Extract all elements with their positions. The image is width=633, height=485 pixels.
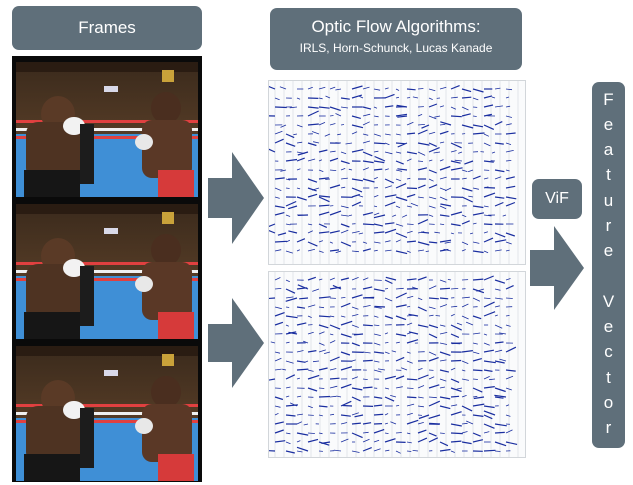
frames-label: Frames — [12, 6, 202, 50]
feature-vector-letter: e — [603, 317, 614, 337]
optic-flow-field-bottom — [268, 271, 526, 458]
feature-vector-letter: c — [604, 342, 613, 362]
feature-vector-letter: V — [602, 291, 615, 311]
frame-strip — [12, 56, 202, 482]
feature-vector-letter: t — [606, 165, 611, 185]
optic-flow-field-top — [268, 80, 526, 265]
arrow-frames-to-flow-top-icon — [208, 152, 264, 244]
feature-vector-letter: a — [603, 140, 614, 160]
feature-vector-letter: F — [603, 89, 614, 109]
optic-flow-subtitle: IRLS, Horn-Schunck, Lucas Kanade — [299, 41, 493, 55]
optic-flow-algorithms-box: Optic Flow Algorithms: IRLS, Horn-Schunc… — [270, 8, 522, 70]
flow-vectors — [269, 272, 519, 457]
frame-3 — [16, 346, 198, 481]
vif-label: ViF — [532, 179, 582, 219]
boxing-frame-image — [16, 346, 198, 481]
feature-vector-letter: t — [606, 367, 611, 387]
feature-vector-letter: e — [603, 241, 614, 261]
arrow-flow-to-feature-vector-icon — [530, 226, 584, 310]
frame-2 — [16, 204, 198, 339]
flow-vectors — [269, 81, 519, 264]
boxing-frame-image — [16, 62, 198, 197]
boxing-frame-image — [16, 204, 198, 339]
optic-flow-title: Optic Flow Algorithms: — [311, 17, 481, 36]
feature-vector-letter: r — [605, 216, 612, 236]
feature-vector-letter: e — [603, 114, 614, 134]
feature-vector-letter: u — [603, 190, 614, 210]
feature-vector-letter: o — [603, 393, 614, 413]
feature-vector-letter: r — [605, 418, 612, 438]
arrow-frames-to-flow-bottom-icon — [208, 298, 264, 388]
frame-1 — [16, 62, 198, 197]
